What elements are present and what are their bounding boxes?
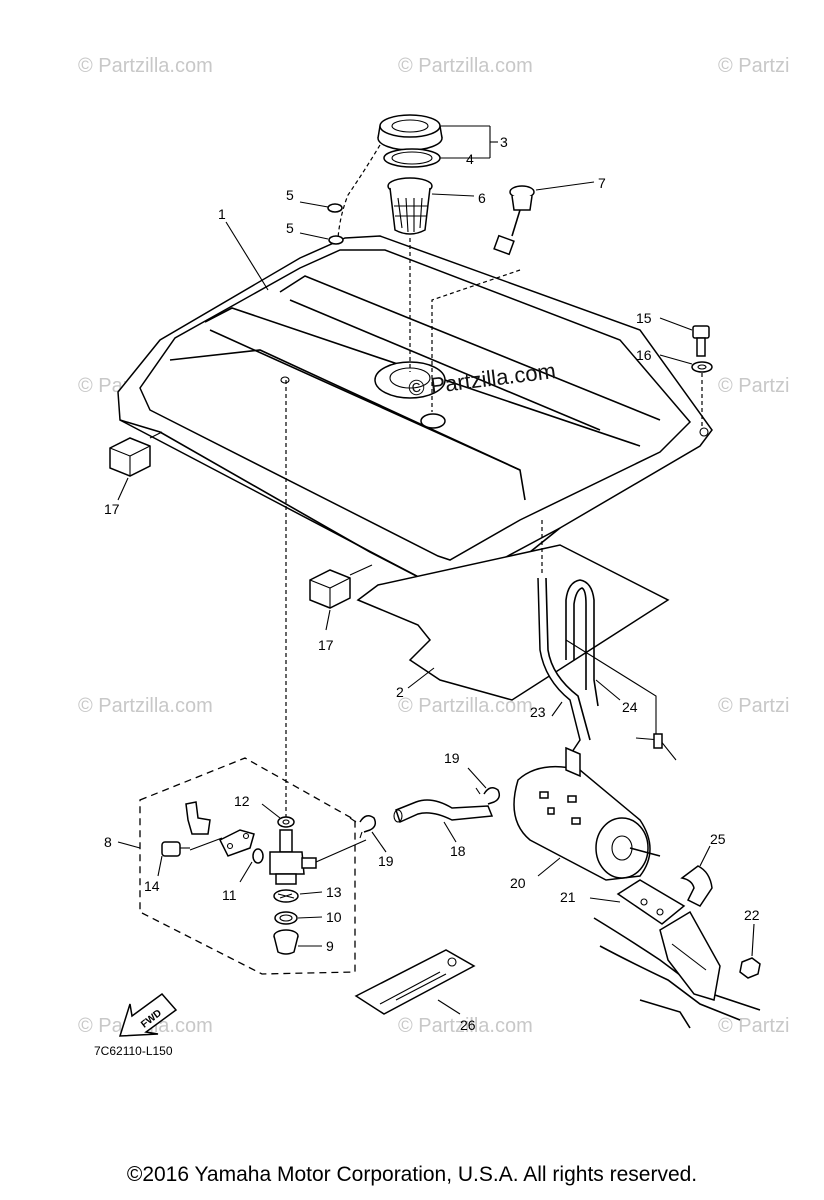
sediment-cup (273, 929, 299, 955)
callout-12: 12 (234, 793, 250, 809)
callout-11: 11 (222, 887, 237, 903)
watermark: © Partzilla.com (398, 695, 533, 717)
hose-clip (349, 815, 377, 839)
cap-chain (337, 144, 381, 239)
watermark: © Partzi (718, 695, 789, 717)
callout-8: 8 (104, 834, 112, 850)
callout-1: 1 (218, 206, 226, 222)
fuel-hose (393, 799, 494, 824)
callout-13: 13 (326, 884, 342, 900)
warning-label (354, 949, 476, 1015)
cock-washer (277, 816, 295, 828)
callout-3: 3 (500, 134, 508, 150)
watermark: © Partzilla.com (78, 695, 213, 717)
callout-6: 6 (478, 190, 486, 206)
callout-4: 4 (466, 151, 474, 167)
fuel-tank (117, 235, 713, 589)
callout-19: 19 (444, 750, 460, 766)
watermark: © Partzi (718, 55, 789, 77)
callout-9: 9 (326, 938, 334, 954)
callout-26: 26 (460, 1017, 476, 1033)
copyright-notice: ©2016 Yamaha Motor Corporation, U.S.A. A… (126, 1163, 698, 1186)
pump-hose (680, 865, 713, 907)
fuel-gauge (493, 185, 535, 256)
callout-7: 7 (598, 175, 606, 191)
callout-5: 5 (286, 187, 294, 203)
callout-14: 14 (144, 878, 160, 894)
cap-gasket (383, 148, 441, 168)
o-ring (252, 848, 264, 864)
cock-gasket (218, 829, 255, 857)
rubber-damper (109, 431, 163, 477)
fuel-cock (269, 829, 367, 885)
nut (739, 957, 761, 979)
callout-19: 19 (378, 853, 394, 869)
fuel-cock-lever (161, 801, 211, 857)
callout-10: 10 (326, 909, 342, 925)
callout-21: 21 (560, 889, 576, 905)
callout-23: 23 (530, 704, 546, 720)
cup-o-ring (274, 911, 298, 925)
callout-22: 22 (744, 907, 760, 923)
tank-pad (356, 544, 670, 701)
pump-bracket (616, 879, 686, 925)
callout-18: 18 (450, 843, 466, 859)
chain-ring (328, 235, 344, 245)
fuel-pump (513, 746, 661, 881)
vent-hose (537, 577, 591, 753)
fuel-cap (377, 114, 443, 151)
watermark: © Partzi (718, 1015, 789, 1037)
fuel-strainer (387, 177, 433, 235)
diagram-code: 7C62110-L150 (94, 1044, 173, 1058)
callout-17: 17 (104, 501, 120, 517)
callout-24: 24 (622, 699, 638, 715)
bolt (692, 325, 710, 357)
watermark: © Partzilla.com (398, 1015, 533, 1037)
callout-15: 15 (636, 310, 652, 326)
callout-17: 17 (318, 637, 334, 653)
callout-5: 5 (286, 220, 294, 236)
watermark: © Partzilla.com (78, 55, 213, 77)
callout-25: 25 (710, 831, 726, 847)
washer (691, 361, 713, 373)
leader-line (225, 221, 269, 291)
chain-ring (327, 203, 343, 213)
hose-clip (475, 787, 501, 805)
frame (593, 910, 761, 1029)
watermark: © Partzilla.com (398, 55, 533, 77)
rubber-damper (309, 564, 373, 609)
callout-2: 2 (396, 684, 404, 700)
callout-16: 16 (636, 347, 652, 363)
watermark: © Partzi (718, 375, 789, 397)
vent-hose (565, 579, 599, 707)
fuel-cock-group-box (139, 757, 356, 975)
callout-20: 20 (510, 875, 526, 891)
